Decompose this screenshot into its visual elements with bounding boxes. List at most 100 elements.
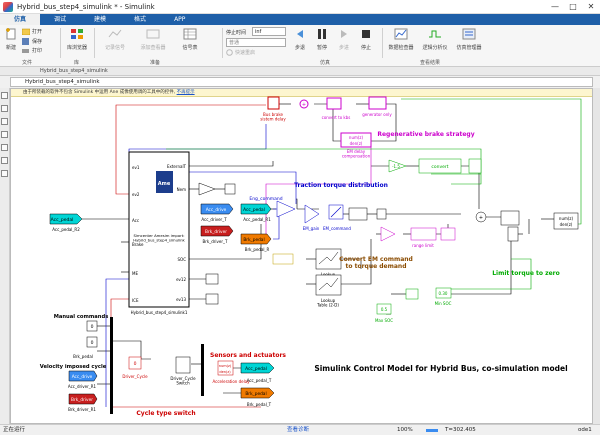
minimize-button[interactable]: — <box>551 2 559 11</box>
demux-bar[interactable] <box>201 344 204 396</box>
status-bar: 正在运行 查看诊断 100% T=302.405 ode1 <box>0 424 600 435</box>
switch-block-top[interactable] <box>468 158 482 174</box>
model-address-bar[interactable]: Hybrid_bus_step4_simulink <box>10 77 593 87</box>
arrow-icon[interactable] <box>1 118 8 125</box>
saturation-block[interactable] <box>348 207 368 221</box>
simulation-mode-select[interactable]: 普通 <box>226 38 286 47</box>
acc-pedal-goto[interactable] <box>49 213 83 225</box>
new-button[interactable]: 新建 <box>2 28 20 51</box>
view-diagnostics-link[interactable]: 查看诊断 <box>287 427 310 433</box>
ribbon-separator <box>222 28 223 58</box>
cycle-switch-block[interactable] <box>175 356 191 374</box>
switch-block-limit[interactable] <box>507 226 519 242</box>
const-block-0a[interactable] <box>86 320 98 332</box>
breadcrumb[interactable]: Hybrid_bus_step4_simulink <box>0 67 600 76</box>
gain-traction[interactable] <box>276 200 296 218</box>
port-ev13: ev13 <box>176 297 186 302</box>
add-viewer-button[interactable]: 添加查看器 <box>134 28 172 51</box>
acc-pedal-goto-r1[interactable] <box>240 203 272 215</box>
mux-soc-2[interactable] <box>205 293 219 305</box>
step-forward-button[interactable]: 步进 <box>334 28 354 51</box>
acc-driver-r1-from[interactable] <box>68 370 98 382</box>
mux-bar[interactable] <box>110 317 113 414</box>
sim-manager-label: 仿真管理器 <box>456 45 482 51</box>
library-browser-button[interactable]: 库浏览器 <box>63 28 91 51</box>
max-soc-block[interactable] <box>376 303 392 315</box>
tab-debug[interactable]: 调试 <box>54 16 67 23</box>
lookup-table-1[interactable] <box>315 248 342 270</box>
vertical-scrollbar[interactable] <box>593 88 600 424</box>
tab-format[interactable]: 格式 <box>134 16 147 23</box>
save-button[interactable]: 保存 <box>22 38 42 45</box>
min-soc-block[interactable] <box>435 287 452 299</box>
signal-table-icon <box>183 28 197 40</box>
brk-driver-r1-label: Brk_driver_R1 <box>68 407 96 412</box>
ribbon-separator <box>60 28 61 58</box>
maximize-button[interactable]: □ <box>569 2 577 11</box>
acc-driver-from[interactable] <box>200 203 234 215</box>
gen-only-label: generator only <box>362 112 392 117</box>
sum-block-main[interactable] <box>475 211 487 223</box>
lookup-table-2[interactable] <box>315 274 342 296</box>
logic-analyzer-button[interactable]: 逻辑分析仪 <box>418 28 452 51</box>
eng-command-label: Eng_command <box>249 196 282 202</box>
annotation-icon[interactable] <box>1 131 8 138</box>
em-delay-block[interactable] <box>340 132 372 148</box>
simulink-logo-icon <box>3 1 13 12</box>
driver-cycle-const[interactable] <box>128 356 142 370</box>
brk-pedal-t-goto[interactable] <box>240 387 275 399</box>
multiply-block[interactable] <box>376 208 387 220</box>
hide-icon[interactable] <box>1 170 8 177</box>
gain-15-block[interactable] <box>388 159 407 173</box>
tab-modeling[interactable]: 建模 <box>94 16 107 23</box>
tab-apps[interactable]: APP <box>174 16 186 23</box>
product-em[interactable] <box>272 253 294 265</box>
convert-kbs-label: convert to kbs <box>322 115 351 120</box>
log-signals-button[interactable]: 记录信号 <box>98 28 132 51</box>
accel-delay-block[interactable] <box>217 360 234 376</box>
image-icon[interactable] <box>1 144 8 151</box>
acc-pedal-r2-label: Acc_pedal_R2 <box>52 227 80 232</box>
pause-button[interactable]: 暂停 <box>312 28 332 51</box>
zoom-in-icon[interactable] <box>1 105 8 112</box>
stop-button[interactable]: 停止 <box>356 28 376 51</box>
em-gain-block[interactable] <box>304 204 320 224</box>
step-back-button[interactable]: 步退 <box>290 28 310 51</box>
tf-main-block[interactable] <box>553 212 579 230</box>
brk-driver-from[interactable] <box>200 225 234 237</box>
gain-nem[interactable] <box>198 182 216 196</box>
zoom-fit-icon[interactable] <box>1 92 8 99</box>
dismiss-link[interactable]: 不再提示 <box>176 90 195 95</box>
convert-block[interactable] <box>418 158 462 174</box>
sim-manager-button[interactable]: 仿真管理器 <box>454 28 484 51</box>
area-icon[interactable] <box>1 157 8 164</box>
tab-simulation[interactable]: 仿真 <box>0 14 41 25</box>
open-button[interactable]: 打开 <box>22 28 42 35</box>
range-limit-block[interactable] <box>410 227 437 241</box>
print-button[interactable]: 打印 <box>22 47 42 54</box>
fast-restart-toggle[interactable]: 快速重启 <box>226 49 255 56</box>
save-icon <box>22 38 29 45</box>
acc-pedal-t-goto[interactable] <box>240 362 275 374</box>
tf-block-brake[interactable] <box>267 96 280 110</box>
brk-pedal-goto-r[interactable] <box>240 233 272 245</box>
const-block-0b[interactable] <box>86 336 98 348</box>
brk-pedal-t-text: Brk_pedal <box>245 391 266 397</box>
gen-only-block[interactable] <box>368 96 387 110</box>
multiply-range[interactable] <box>440 227 456 241</box>
compare-soc[interactable] <box>405 288 419 300</box>
gain-range[interactable] <box>380 226 396 242</box>
stop-time-input[interactable]: inf <box>252 27 286 36</box>
signal-table-button[interactable]: 信号表 <box>176 28 204 51</box>
mux-soc-1[interactable] <box>205 273 219 285</box>
data-inspector-button[interactable]: 数据检查器 <box>386 28 416 51</box>
model-canvas[interactable]: 由于所装载的软件不包含 Simulink 中运用 Ane 成像使用调的工具中的控… <box>10 88 593 424</box>
abs-block[interactable] <box>224 183 236 195</box>
product-block[interactable] <box>500 210 520 226</box>
brk-driver-r1-from[interactable] <box>68 393 98 405</box>
sum-block-regen[interactable] <box>299 99 309 109</box>
convert-kbs-block[interactable] <box>326 97 342 110</box>
close-button[interactable]: ✕ <box>587 2 595 11</box>
